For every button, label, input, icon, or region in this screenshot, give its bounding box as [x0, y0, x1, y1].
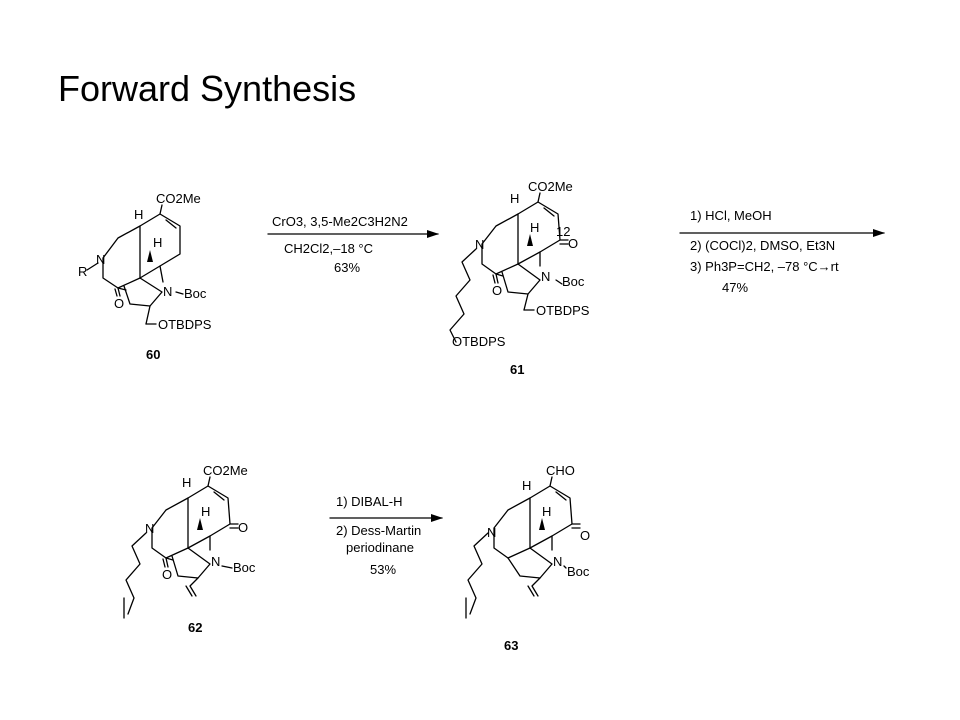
compound-63-boc-n-label: N	[553, 554, 562, 569]
compound-63-stereo-wedge	[539, 518, 545, 530]
slide-title: Forward Synthesis	[58, 68, 357, 109]
compound-61-bonds	[449, 192, 569, 343]
compound-62-h-label-2: H	[201, 504, 210, 519]
compound-63-bonds	[465, 476, 581, 619]
compound-61-ketone-o-label: O	[568, 236, 578, 251]
compound-60-r-label: R	[78, 264, 87, 279]
compound-62-carbonyl-o-label: O	[162, 567, 172, 582]
compound-62: CO2Me H H O N O N Boc 62	[123, 463, 256, 635]
reaction-step-1: CrO3, 3,5-Me2C3H2N2 CH2Cl2,–18 °C 63%	[267, 214, 439, 275]
step-1-yield: 63%	[334, 260, 360, 275]
compound-63: CHO H H O N N Boc 63	[465, 463, 590, 653]
compound-62-ring-n-label: N	[145, 521, 154, 536]
compound-62-h-label: H	[182, 475, 191, 490]
compound-60-otbdps-label: OTBDPS	[158, 317, 212, 332]
step-2-yield: 47%	[722, 280, 748, 295]
compound-63-number: 63	[504, 638, 518, 653]
step-3-line-1: 1) DIBAL-H	[336, 494, 402, 509]
compound-61-h-label-2: H	[530, 220, 539, 235]
step-3-line-3: periodinane	[346, 540, 414, 555]
compound-63-ketone-o-label: O	[580, 528, 590, 543]
step-1-solvent: CH2Cl2,–18 °C	[284, 241, 373, 256]
step-2-line-2: 2) (COCl)2, DMSO, Et3N	[690, 238, 835, 253]
step-2-line-3: 3) Ph3P=CH2, –78 °C→rt	[690, 259, 839, 274]
compound-62-boc-label: Boc	[233, 560, 256, 575]
compound-62-bonds	[123, 476, 239, 619]
step-2-line-1: 1) HCl, MeOH	[690, 208, 772, 223]
compound-61-c12-label: 12	[556, 224, 570, 239]
reaction-step-2: 1) HCl, MeOH 2) (COCl)2, DMSO, Et3N 3) P…	[679, 208, 885, 295]
compound-61-chain-otbdps-label: OTBDPS	[452, 334, 506, 349]
compound-63-ring-n-label: N	[487, 525, 496, 540]
compound-62-ketone-o-label: O	[238, 520, 248, 535]
compound-61-stereo-wedge	[527, 234, 533, 246]
compound-61-number: 61	[510, 362, 524, 377]
compound-60-boc-n-label: N	[163, 284, 172, 299]
step-3-yield: 53%	[370, 562, 396, 577]
compound-60-bonds	[86, 204, 184, 325]
compound-61-co2me-label: CO2Me	[528, 179, 573, 194]
compound-63-h-label-2: H	[542, 504, 551, 519]
compound-62-boc-n-label: N	[211, 554, 220, 569]
compound-61-ring-n-label: N	[475, 237, 484, 252]
compound-60-number: 60	[146, 347, 160, 362]
compound-62-stereo-wedge	[197, 518, 203, 530]
compound-60-co2me-label: CO2Me	[156, 191, 201, 206]
compound-60-stereo-wedge	[147, 250, 153, 262]
compound-62-number: 62	[188, 620, 202, 635]
compound-60-ring-n-label: N	[96, 252, 105, 267]
compound-61-h-label: H	[510, 191, 519, 206]
compound-61-otbdps-label: OTBDPS	[536, 303, 590, 318]
compound-61-carbonyl-o-label: O	[492, 283, 502, 298]
compound-63-boc-label: Boc	[567, 564, 590, 579]
compound-62-co2me-label: CO2Me	[203, 463, 248, 478]
step-3-line-2: 2) Dess-Martin	[336, 523, 421, 538]
reaction-step-3: 1) DIBAL-H 2) Dess-Martin periodinane 53…	[329, 494, 443, 577]
compound-61: CO2Me H H 12 O N O N Boc OTBDPS OTBDPS 6…	[449, 179, 590, 377]
compound-60: CO2Me H H N R O N Boc OTBDPS 60	[78, 191, 212, 362]
compound-60-carbonyl-o-label: O	[114, 296, 124, 311]
compound-63-cho-label: CHO	[546, 463, 575, 478]
compound-60-h-label: H	[134, 207, 143, 222]
compound-61-boc-label: Boc	[562, 274, 585, 289]
compound-60-boc-label: Boc	[184, 286, 207, 301]
step-1-reagents: CrO3, 3,5-Me2C3H2N2	[272, 214, 408, 229]
compound-63-h-label: H	[522, 478, 531, 493]
compound-61-boc-n-label: N	[541, 269, 550, 284]
compound-60-h-label-2: H	[153, 235, 162, 250]
